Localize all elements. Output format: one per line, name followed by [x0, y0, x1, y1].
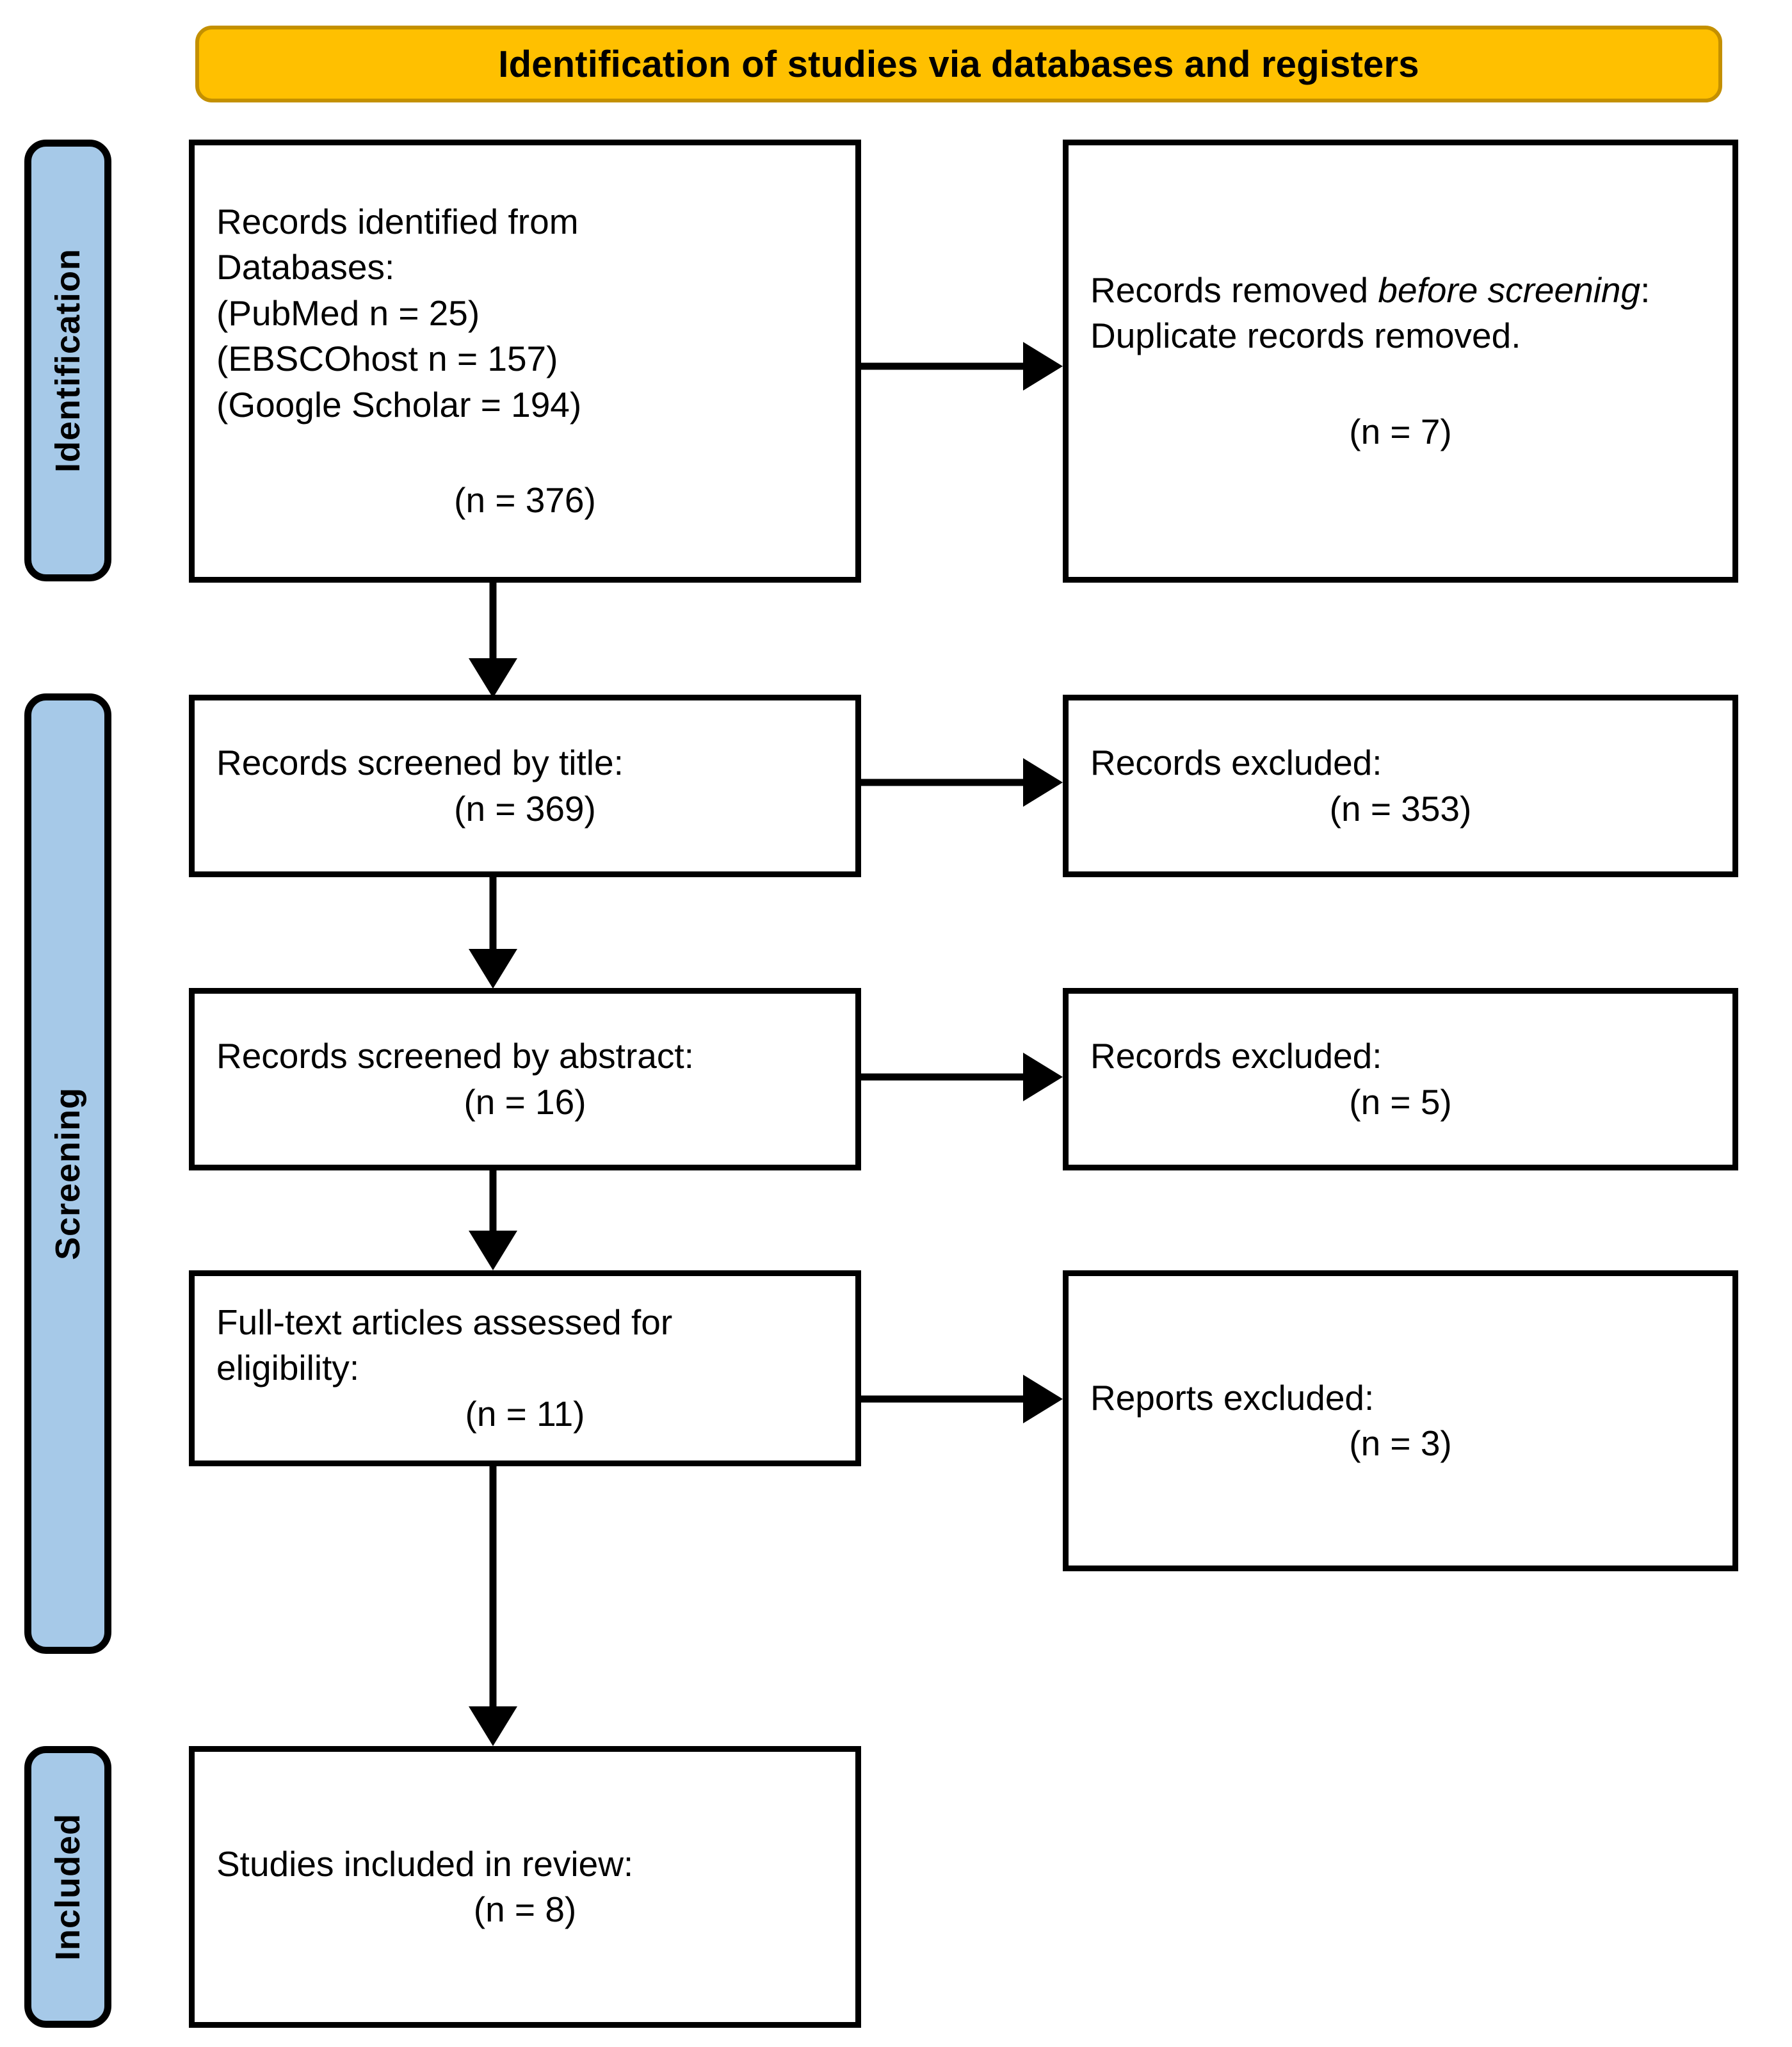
studies-included-count: (n = 8): [473, 1889, 577, 1929]
records-removed-text: Records removed before screening: Duplic…: [1069, 268, 1732, 359]
stage-rail-identification: Identification: [24, 140, 111, 581]
stage-label-screening: Screening: [49, 1087, 87, 1261]
arrow-fulltext-to-reports-excluded: [861, 1375, 1063, 1423]
arrow-identified-to-removed: [861, 342, 1063, 391]
box-studies-included: Studies included in review: (n = 8): [189, 1746, 861, 2028]
fulltext-assessed-text: Full-text articles assessed for eligibil…: [216, 1302, 673, 1388]
reports-excluded-text: Reports excluded:: [1090, 1377, 1375, 1418]
arrow-abstract-to-fulltext: [469, 1170, 517, 1270]
excluded-title-count: (n = 353): [1329, 788, 1472, 829]
spacer: [1069, 359, 1732, 409]
box-excluded-by-title: Records excluded: (n = 353): [1063, 695, 1738, 877]
records-removed-line2: Duplicate records removed.: [1090, 316, 1521, 356]
screened-title-count: (n = 369): [454, 788, 596, 829]
box-screened-by-abstract: Records screened by abstract: (n = 16): [189, 988, 861, 1170]
records-identified-text: Records identified from Databases: (PubM…: [216, 201, 582, 425]
records-removed-count: (n = 7): [1349, 411, 1452, 451]
arrow-screened-title-to-excluded: [861, 758, 1063, 807]
stage-rail-included: Included: [24, 1746, 111, 2028]
box-records-removed: Records removed before screening: Duplic…: [1063, 140, 1738, 583]
spacer: [195, 428, 855, 478]
records-removed-pre: Records removed: [1090, 270, 1378, 310]
phase-banner-title: Identification of studies via databases …: [498, 43, 1419, 85]
records-removed-italic: before screening: [1378, 270, 1641, 310]
box-fulltext-assessed: Full-text articles assessed for eligibil…: [189, 1270, 861, 1466]
excluded-abstract-count: (n = 5): [1349, 1081, 1452, 1122]
arrow-screened-abstract-to-excluded: [861, 1053, 1063, 1101]
fulltext-assessed-count: (n = 11): [465, 1393, 585, 1434]
box-excluded-by-abstract: Records excluded: (n = 5): [1063, 988, 1738, 1170]
records-removed-post: :: [1640, 270, 1651, 310]
excluded-abstract-text: Records excluded:: [1090, 1036, 1382, 1076]
arrow-identified-to-screened-title: [469, 583, 517, 698]
records-identified-count: (n = 376): [454, 480, 596, 520]
screened-abstract-text: Records screened by abstract:: [216, 1036, 694, 1076]
stage-rail-screening: Screening: [24, 693, 111, 1654]
stage-label-included: Included: [49, 1813, 88, 1961]
screened-title-text: Records screened by title:: [216, 743, 624, 782]
arrow-screened-title-to-abstract: [469, 877, 517, 989]
studies-included-text: Studies included in review:: [216, 1843, 634, 1884]
reports-excluded-count: (n = 3): [1349, 1423, 1452, 1463]
excluded-title-text: Records excluded:: [1090, 743, 1382, 782]
arrow-fulltext-to-included: [469, 1466, 517, 1746]
box-records-identified: Records identified from Databases: (PubM…: [189, 140, 861, 583]
screened-abstract-count: (n = 16): [464, 1081, 586, 1122]
box-reports-excluded: Reports excluded: (n = 3): [1063, 1270, 1738, 1571]
phase-banner-identification: Identification of studies via databases …: [195, 26, 1722, 102]
stage-label-identification: Identification: [49, 248, 87, 473]
box-screened-by-title: Records screened by title: (n = 369): [189, 695, 861, 877]
